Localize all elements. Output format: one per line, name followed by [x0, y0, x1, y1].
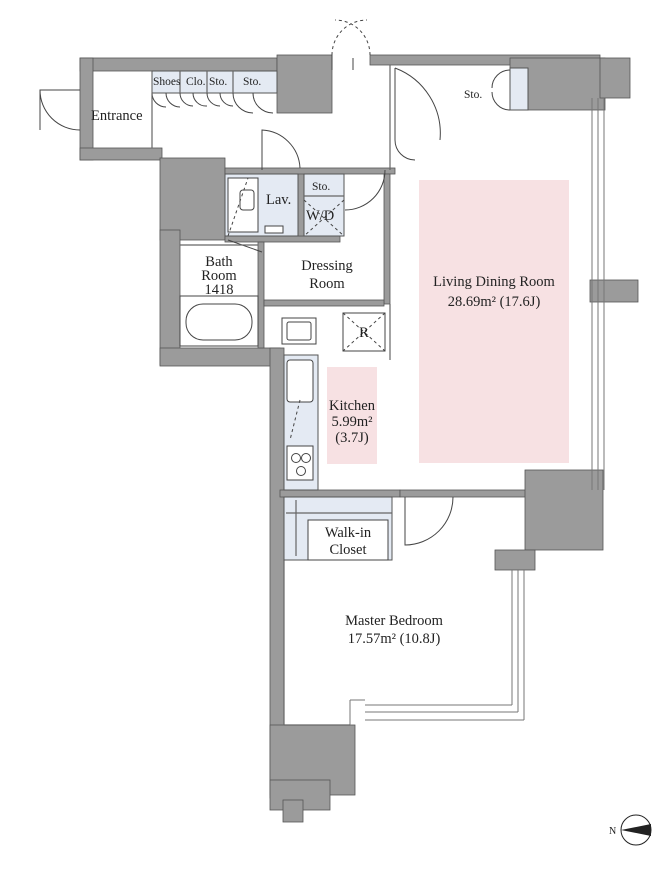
- compass-icon: N: [609, 814, 652, 846]
- bath-size-label: 1418: [205, 282, 234, 298]
- wd-label: W/D: [306, 208, 334, 224]
- kitchen-area-highlight: [327, 367, 377, 464]
- bath-label: Bath: [205, 254, 233, 270]
- kitchen-area: 5.99m²: [331, 414, 373, 430]
- kitchen-label: Kitchen: [329, 398, 376, 414]
- dressing-label: Dressing: [301, 258, 353, 274]
- kitchen-counter: [283, 354, 319, 491]
- living-dining-label: Living Dining Room: [433, 274, 555, 290]
- clo-label: Clo.: [186, 76, 206, 88]
- living-dining-area: 28.69m² (17.6J): [448, 294, 541, 310]
- lavatory: [224, 173, 299, 237]
- bathroom-fixtures: [179, 244, 259, 347]
- master-bedroom-label: Master Bedroom: [345, 613, 444, 629]
- windows: [349, 98, 605, 725]
- sto-entry-label: Sto.: [243, 76, 261, 88]
- shoes-label: Shoes: [153, 76, 181, 88]
- dressing-room-label: Room: [309, 276, 345, 292]
- sto-small-label: Sto.: [209, 76, 227, 88]
- refrigerator-label: R: [359, 325, 369, 341]
- entrance-storage: [151, 70, 278, 148]
- bath-room-label: Room: [201, 268, 237, 284]
- lav-label: Lav.: [266, 192, 291, 208]
- master-bedroom-area: 17.57m² (10.8J): [348, 631, 441, 647]
- sto-living-label: Sto.: [464, 89, 482, 101]
- interior-lines: [283, 65, 391, 726]
- doors: [39, 19, 454, 546]
- walkin-closet-label: Closet: [329, 542, 366, 558]
- sto-wd-label: Sto.: [312, 181, 330, 193]
- entrance-label: Entrance: [91, 108, 143, 124]
- walkin-label: Walk-in: [325, 525, 372, 541]
- washer-area: [303, 173, 345, 237]
- refrigerator: [342, 312, 386, 352]
- kitchen-jo: (3.7J): [335, 430, 369, 446]
- walls: [79, 54, 639, 823]
- living-area-highlight: [419, 180, 569, 463]
- living-storage: [491, 67, 529, 111]
- walk-in-closet: [283, 496, 393, 561]
- compass-north-label: N: [609, 826, 616, 837]
- dressing-fixtures: [281, 317, 317, 345]
